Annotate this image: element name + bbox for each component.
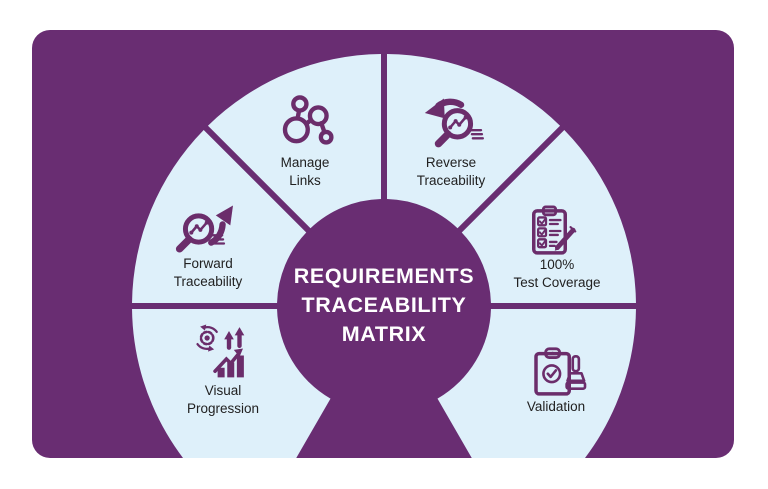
center-title-line: REQUIREMENTS [293,264,475,289]
segment-label-line: Traceability [173,274,243,289]
segment-test-coverage-label: 100% Test Coverage [513,256,600,292]
checklist-pen-icon [523,203,583,259]
magnifier-reverse-icon [418,93,486,151]
segment-reverse-traceability-shape [387,54,561,229]
segment-label-line: Traceability [416,173,486,188]
segment-label-line: Links [289,173,321,188]
center-title-line: TRACEABILITY [301,293,467,318]
segment-label-line: Progression [186,401,260,416]
segment-validation-label: Validation [527,398,585,416]
segment-label-line: Visual [204,383,242,399]
center-title-line: MATRIX [341,322,427,347]
segment-label-line: Reverse [425,155,477,171]
segment-label-line: Validation [526,399,586,415]
segment-label-line: 100% [539,257,575,273]
segment-label-line: Test Coverage [513,275,601,290]
segment-visual-progression-shape [132,309,331,458]
segment-test-coverage-shape [461,129,636,303]
center-title: REQUIREMENTS TRACEABILITY MATRIX [294,262,474,350]
network-nodes-icon [276,93,336,149]
infographic-card [32,30,734,458]
segment-label-line: Forward [183,256,233,272]
segment-label-line: Manage [280,155,330,171]
wheel-svg [132,54,636,458]
validation-stamp-icon [527,344,587,400]
gear-growth-icon [192,324,252,380]
magnifier-forward-icon [170,200,238,258]
